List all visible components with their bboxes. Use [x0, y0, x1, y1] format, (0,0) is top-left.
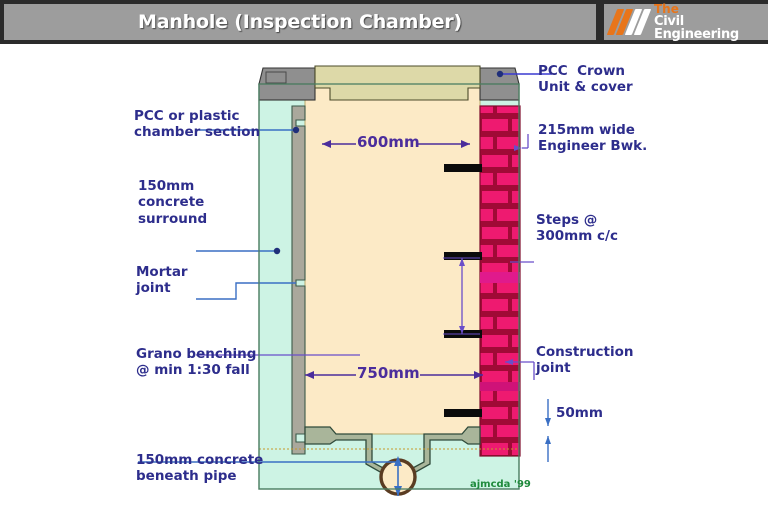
- construction-joint-band: [480, 272, 520, 391]
- dimension-text-600mm: 600mm: [357, 133, 420, 151]
- page-title: Manhole (Inspection Chamber): [137, 11, 462, 33]
- logo-word-civil-engineering: Civil Engineering: [654, 14, 739, 42]
- header-inner: Manhole (Inspection Chamber) The Civil E…: [4, 3, 768, 41]
- leader-lines-left: [138, 126, 402, 496]
- dimension-line-750: [305, 366, 483, 384]
- title-plate: Manhole (Inspection Chamber): [4, 4, 596, 40]
- brand-logo[interactable]: The Civil Engineering: [604, 3, 768, 41]
- chamber-wall-left: [291, 105, 306, 455]
- label-concrete-beneath-pipe: 150mm concrete beneath pipe: [136, 452, 264, 485]
- label-steps: Steps @ 300mm c/c: [536, 212, 618, 245]
- label-chamber-section: PCC or plastic chamber section: [134, 108, 261, 141]
- dimension-text-750mm: 750mm: [357, 364, 420, 382]
- dimension-50mm: [545, 399, 551, 462]
- label-50mm: 50mm: [556, 405, 603, 421]
- dimension-line-600: [322, 135, 470, 153]
- header-bar: Manhole (Inspection Chamber) The Civil E…: [0, 0, 768, 44]
- label-grano-benching: Grano benching @ min 1:30 fall: [136, 346, 257, 379]
- label-mortar-joint: Mortar joint: [136, 264, 188, 297]
- label-pcc-crown-unit: PCC Crown Unit & cover: [538, 63, 633, 96]
- manhole-section-drawing: [138, 65, 552, 496]
- drawing-signature: ajmcda '99: [470, 479, 531, 490]
- logo-slashes-icon: [606, 7, 656, 37]
- label-engineer-brickwork: 215mm wide Engineer Bwk.: [538, 122, 648, 155]
- logo-wordmark: The Civil Engineering: [654, 3, 768, 41]
- label-concrete-surround: 150mm concrete surround: [138, 178, 208, 227]
- diagram-canvas: PCC or plastic chamber section 150mm con…: [0, 44, 768, 509]
- surround-outline: [258, 83, 520, 490]
- pcc-crown-unit: [258, 65, 520, 101]
- dimension-steps-spacing: [443, 257, 480, 335]
- leader-lines-right: [496, 70, 552, 380]
- logo-word-the: The: [654, 2, 679, 16]
- label-construction-joint: Construction joint: [536, 344, 634, 377]
